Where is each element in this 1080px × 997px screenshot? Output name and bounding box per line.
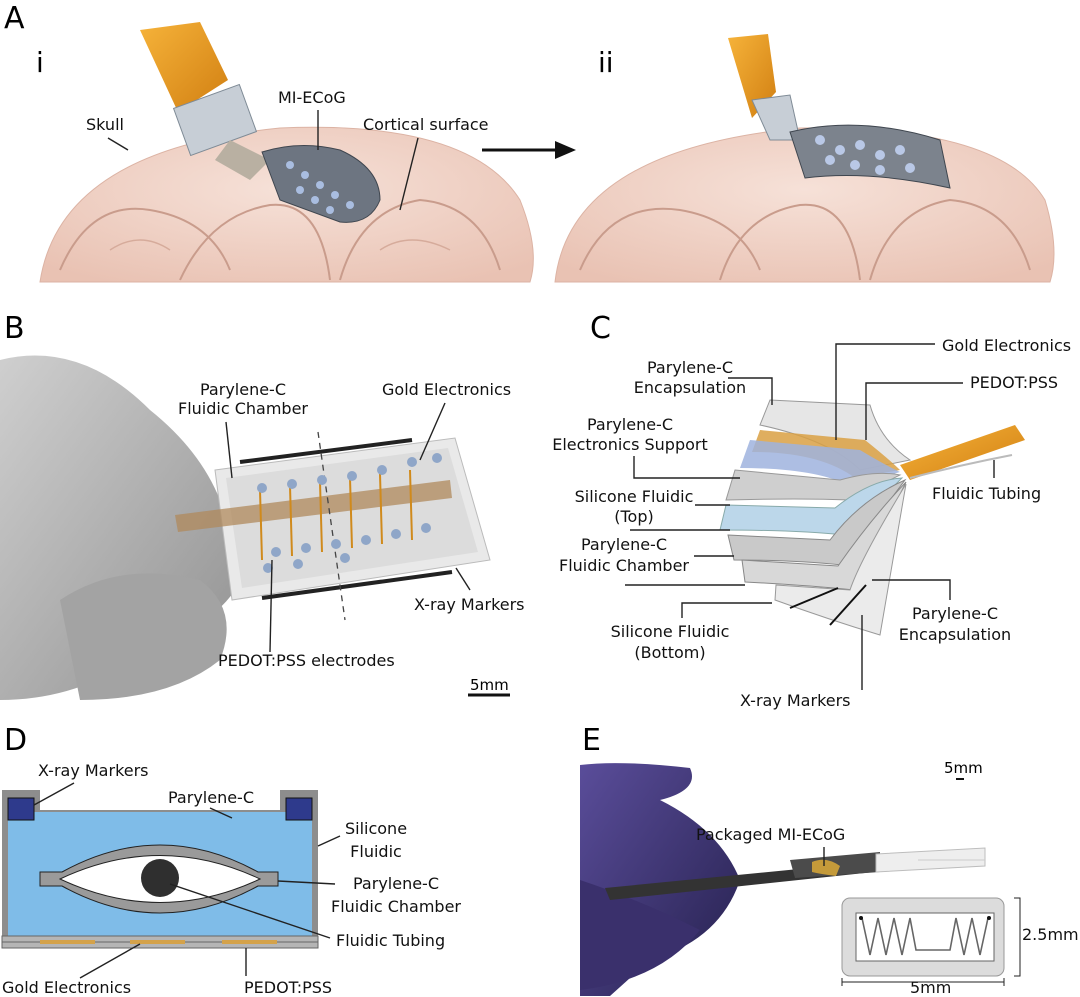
leader-b-pedot: [269, 559, 273, 653]
label-d-silicone-1: Silicone: [345, 819, 407, 838]
panel-b: B Parylene-: [0, 311, 525, 700]
device-photo: [175, 431, 491, 621]
label-c-enc-top-2: Encapsulation: [634, 378, 746, 397]
leader-c-gold: [835, 343, 935, 440]
photo-glove-hand: [0, 355, 250, 700]
panel-a-sub-ii: ii: [598, 46, 614, 79]
leader-b-gold: [419, 402, 446, 461]
leader-d-gold: [79, 943, 141, 979]
leader-d-silicone: [317, 835, 341, 847]
leader-c-pedot: [865, 382, 963, 440]
label-b-pedot: PEDOT:PSS electrodes: [218, 651, 395, 670]
panel-a-letter: A: [4, 1, 25, 36]
label-c-sil-bot-2: (Bottom): [634, 643, 705, 662]
label-c-support-2: Electronics Support: [552, 435, 708, 454]
xray-marker-left: [7, 797, 35, 821]
dim-e-height: 2.5mm: [1022, 925, 1079, 944]
label-b-gold: Gold Electronics: [382, 380, 511, 399]
leader-d-parylene: [209, 807, 233, 819]
leader-c-sil-bot: [681, 602, 772, 618]
label-d-tubing: Fluidic Tubing: [336, 931, 445, 950]
label-c-enc-top-1: Parylene-C: [647, 358, 733, 377]
xray-marker-right: [285, 797, 313, 821]
brain-illustration-i: [39, 126, 534, 283]
label-d-pedot: PEDOT:PSS: [244, 978, 332, 997]
panel-a: A i ii Skull MI-ECoG Cortica: [4, 1, 1055, 283]
panel-c: C Parylene-C Encapsulation Parylene-C El…: [552, 311, 1071, 710]
label-c-sil-top-1: Silicone Fluidic: [575, 487, 694, 506]
panel-e: E Packaged MI-ECoG 5mm 2.5mm 5mm: [580, 723, 1079, 997]
arrow-icon: [482, 141, 576, 159]
label-c-xray: X-ray Markers: [740, 691, 851, 710]
label-mi-ecog: MI-ECoG: [278, 88, 346, 107]
label-d-parylene: Parylene-C: [168, 788, 254, 807]
leader-c-enc-top: [728, 377, 773, 405]
label-e-packaged: Packaged MI-ECoG: [696, 825, 845, 844]
panel-c-letter: C: [590, 311, 611, 346]
leader-cortical: [399, 137, 419, 211]
leader-d-xray: [33, 782, 75, 806]
scale-e-label: 5mm: [944, 759, 983, 777]
leader-b-chamber: [225, 421, 233, 479]
tubing-circle: [141, 859, 179, 897]
label-b-chamber-1: Parylene-C: [200, 380, 286, 399]
leader-d-chamber: [277, 880, 336, 885]
inset-schematic: [841, 897, 1021, 986]
label-d-chamber-2: Fluidic Chamber: [331, 897, 461, 916]
cross-section-diagram: [1, 790, 319, 949]
panel-a-sub-i: i: [36, 46, 44, 79]
label-b-chamber-2: Fluidic Chamber: [178, 399, 308, 418]
label-c-chamber-1: Parylene-C: [581, 535, 667, 554]
label-d-xray: X-ray Markers: [38, 761, 149, 780]
label-d-chamber-1: Parylene-C: [353, 874, 439, 893]
label-c-enc-bot-2: Encapsulation: [899, 625, 1011, 644]
panel-d: D X-ray Markers Parylene-C Silicone Flui…: [1, 723, 461, 997]
dim-e-width: 5mm: [910, 978, 951, 997]
leader-c-support: [633, 456, 740, 479]
leader-b-xray: [455, 567, 471, 591]
label-c-chamber-2: Fluidic Chamber: [559, 556, 689, 575]
leader-c-enc-bot: [872, 579, 951, 600]
device-unfolded-ii: [728, 34, 951, 189]
label-c-support-1: Parylene-C: [587, 415, 673, 434]
label-c-sil-bot-1: Silicone Fluidic: [611, 622, 730, 641]
label-d-gold: Gold Electronics: [2, 978, 131, 997]
leader-skull: [107, 137, 129, 151]
label-c-enc-bot-1: Parylene-C: [912, 604, 998, 623]
label-c-sil-top-2: (Top): [614, 507, 653, 526]
scale-b-label: 5mm: [470, 676, 509, 694]
label-cortical-surface: Cortical surface: [363, 115, 489, 134]
label-c-tubing: Fluidic Tubing: [932, 484, 1041, 503]
exploded-layers: [719, 399, 1025, 636]
label-b-xray: X-ray Markers: [414, 595, 525, 614]
leader-d-tubing: [169, 883, 331, 939]
label-c-pedot: PEDOT:PSS: [970, 373, 1058, 392]
panel-d-letter: D: [4, 723, 27, 758]
label-skull: Skull: [86, 115, 124, 134]
label-c-gold: Gold Electronics: [942, 336, 1071, 355]
panel-b-letter: B: [4, 311, 25, 346]
panel-e-letter: E: [582, 723, 601, 758]
label-d-silicone-2: Fluidic: [350, 842, 402, 861]
device-rolled-i: [140, 22, 381, 223]
